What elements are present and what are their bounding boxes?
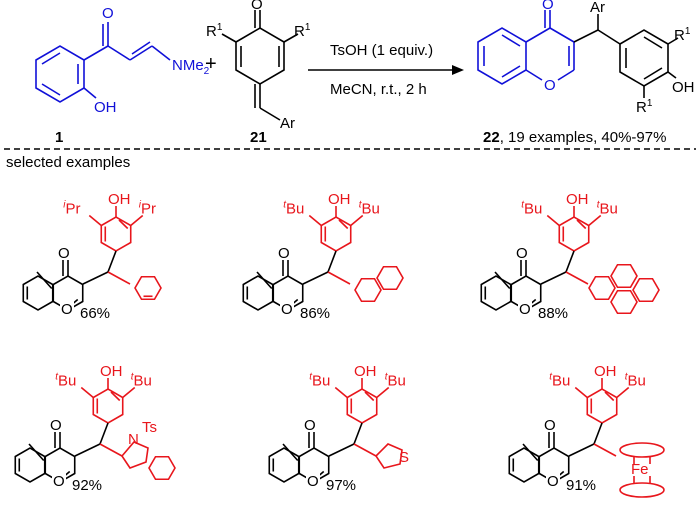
reaction-reagent: TsOH (1 equiv.) bbox=[330, 42, 433, 59]
thiophene-sulfur: S bbox=[399, 449, 409, 466]
product-22-r1-top: R1 bbox=[674, 26, 691, 44]
example-yield: 88% bbox=[538, 305, 568, 322]
ring-oxygen: O bbox=[519, 301, 531, 318]
hydroxyl: OH bbox=[594, 363, 617, 380]
compound-21-r1-right: R1 bbox=[294, 22, 311, 40]
carbonyl-oxygen: O bbox=[278, 245, 290, 262]
compound-21-structure: O R1 R1 Ar bbox=[206, 0, 311, 132]
carbonyl-oxygen: O bbox=[50, 417, 62, 434]
compound-1-oxygen: O bbox=[102, 5, 114, 22]
compound-21-label: 21 bbox=[250, 129, 267, 146]
hydroxyl: OH bbox=[566, 191, 589, 208]
plus-sign: + bbox=[205, 53, 217, 75]
product-22-summary: 22, 19 examples, 40%-97% bbox=[483, 129, 666, 146]
example-yield: 86% bbox=[300, 305, 330, 322]
product-22-phenol-ring bbox=[619, 29, 669, 87]
example-1: O O OH iPr iPr 66% bbox=[22, 191, 162, 322]
substituent-right: iPr bbox=[139, 200, 156, 218]
substituent-left: tBu bbox=[521, 200, 542, 218]
substituent-right: tBu bbox=[385, 372, 406, 390]
hydroxyl: OH bbox=[100, 363, 123, 380]
ring-oxygen: O bbox=[53, 473, 65, 490]
product-22-structure: O O Ar R1 OH R1 bbox=[477, 0, 695, 116]
substituent-left: iPr bbox=[63, 200, 80, 218]
selected-examples-label: selected examples bbox=[6, 154, 130, 171]
compound-21-r1-left: R1 bbox=[206, 22, 223, 40]
substituent-right: tBu bbox=[359, 200, 380, 218]
ring-oxygen: O bbox=[281, 301, 293, 318]
carbonyl-oxygen: O bbox=[516, 245, 528, 262]
compound-21-oxygen: O bbox=[251, 0, 263, 13]
example-yield: 92% bbox=[72, 477, 102, 494]
carbonyl-oxygen: O bbox=[544, 417, 556, 434]
substituent-left: tBu bbox=[55, 372, 76, 390]
ferrocene-iron: Fe bbox=[631, 461, 649, 478]
product-22-ring-o: O bbox=[544, 77, 556, 94]
example-3: O O OH tBu tBu 88% bbox=[480, 191, 660, 322]
hydroxyl: OH bbox=[108, 191, 131, 208]
product-22-aryl: Ar bbox=[590, 0, 605, 16]
compound-1-label: 1 bbox=[55, 129, 63, 146]
substituent-left: tBu bbox=[549, 372, 570, 390]
compound-21-aryl: Ar bbox=[280, 115, 295, 132]
carbonyl-oxygen: O bbox=[58, 245, 70, 262]
ring-oxygen: O bbox=[307, 473, 319, 490]
example-2: O O OH tBu tBu 86% bbox=[242, 191, 404, 322]
tosyl-label: Ts bbox=[142, 419, 157, 436]
substituent-right: tBu bbox=[131, 372, 152, 390]
carbonyl-oxygen: O bbox=[304, 417, 316, 434]
hydroxyl: OH bbox=[328, 191, 351, 208]
compound-1-benzene-ring bbox=[35, 45, 85, 103]
product-22-benzo-ring bbox=[477, 27, 527, 85]
substituent-left: tBu bbox=[283, 200, 304, 218]
example-yield: 91% bbox=[566, 477, 596, 494]
compound-21-dienone-ring bbox=[235, 27, 285, 85]
example-yield: 66% bbox=[80, 305, 110, 322]
compound-1-hydroxyl: OH bbox=[94, 99, 117, 116]
product-22-carbonyl-o: O bbox=[542, 0, 554, 13]
product-22-oh: OH bbox=[672, 79, 695, 96]
reaction-arrow-head bbox=[452, 65, 464, 75]
indole-nitrogen: N bbox=[128, 431, 139, 448]
compound-1-structure: O NMe2 OH bbox=[35, 5, 210, 116]
hydroxyl: OH bbox=[354, 363, 377, 380]
substituent-right: tBu bbox=[625, 372, 646, 390]
substituent-left: tBu bbox=[309, 372, 330, 390]
reaction-conditions: MeCN, r.t., 2 h bbox=[330, 81, 427, 98]
product-22-r1-bottom: R1 bbox=[636, 98, 653, 116]
example-yield: 97% bbox=[326, 477, 356, 494]
ring-oxygen: O bbox=[547, 473, 559, 490]
substituent-right: tBu bbox=[597, 200, 618, 218]
compound-1-nme2: NMe2 bbox=[172, 57, 210, 77]
ring-oxygen: O bbox=[61, 301, 73, 318]
